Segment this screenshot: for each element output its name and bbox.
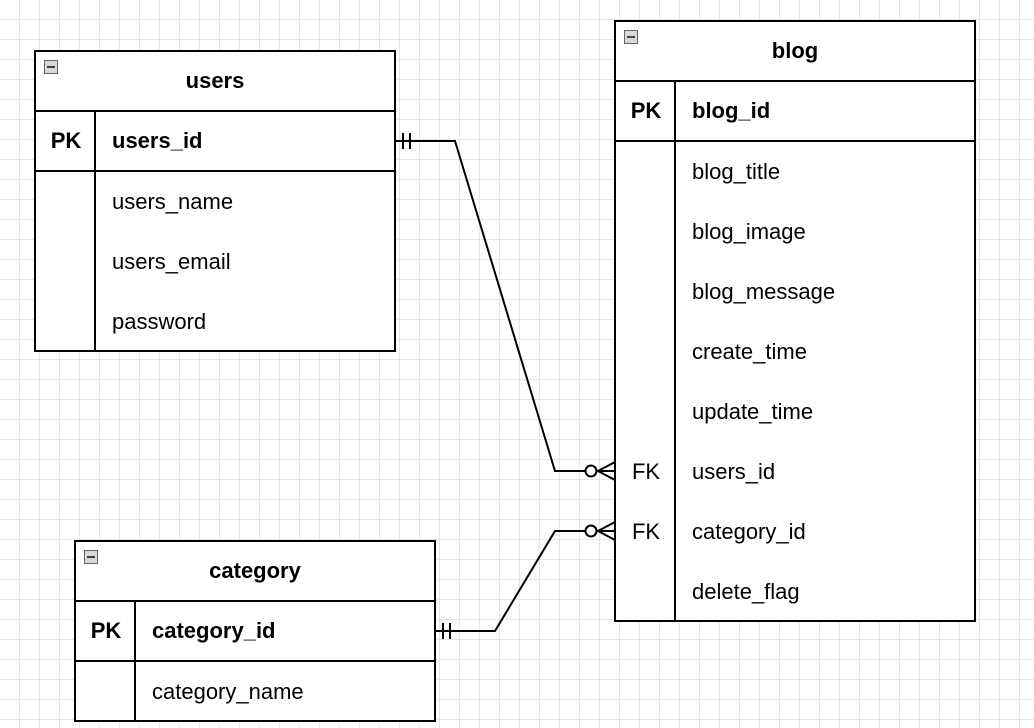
field-name: users_id xyxy=(112,128,203,153)
category-blog-relationship xyxy=(435,521,616,639)
attribute-row[interactable]: category_name xyxy=(76,662,434,722)
attribute-row[interactable]: users_name xyxy=(36,172,394,232)
key-label xyxy=(76,662,136,722)
key-label xyxy=(36,232,96,292)
category-entity[interactable]: category PK category_id category_name xyxy=(74,540,436,722)
field-name: password xyxy=(112,309,207,334)
field-name: blog_title xyxy=(692,159,781,184)
key-label: FK xyxy=(631,459,661,484)
key-label: PK xyxy=(90,618,122,643)
field-name: category_name xyxy=(152,679,304,704)
zero-optional-circle xyxy=(584,524,598,538)
key-column-divider xyxy=(94,112,96,350)
attribute-row[interactable]: users_email xyxy=(36,232,394,292)
key-column-divider xyxy=(674,82,676,620)
blog-entity[interactable]: blog PK blog_id blog_title blog_image bl… xyxy=(614,20,976,622)
primary-key-row[interactable]: PK blog_id xyxy=(616,82,974,142)
field-name: blog_id xyxy=(692,98,771,123)
entity-title-text: users xyxy=(185,68,245,93)
category-blog-line xyxy=(435,530,615,632)
key-label xyxy=(616,262,676,322)
field-name: update_time xyxy=(692,399,814,424)
field-name: delete_flag xyxy=(692,579,800,604)
field-name: create_time xyxy=(692,339,807,364)
key-label xyxy=(616,562,676,622)
field-name: blog_message xyxy=(692,279,836,304)
crowfoot-lower xyxy=(597,530,616,541)
zero-optional-circle xyxy=(584,464,598,478)
entity-title: blog xyxy=(616,22,974,82)
users-entity[interactable]: users PK users_id users_name users_email… xyxy=(34,50,396,352)
crowfoot-upper xyxy=(597,461,616,472)
foreign-key-row-category[interactable]: FK category_id xyxy=(616,502,974,562)
key-label xyxy=(36,292,96,352)
key-label xyxy=(616,142,676,202)
key-label xyxy=(616,382,676,442)
entity-title: category xyxy=(76,542,434,602)
key-label: PK xyxy=(50,128,82,153)
attribute-row[interactable]: update_time xyxy=(616,382,974,442)
primary-key-row[interactable]: PK category_id xyxy=(76,602,434,662)
key-label xyxy=(616,322,676,382)
field-name: users_id xyxy=(692,459,776,484)
attribute-row[interactable]: delete_flag xyxy=(616,562,974,622)
key-label xyxy=(36,172,96,232)
field-name: category_id xyxy=(152,618,276,643)
key-column-divider xyxy=(134,602,136,720)
primary-key-row[interactable]: PK users_id xyxy=(36,112,394,172)
collapse-icon[interactable] xyxy=(624,30,638,44)
entity-title-text: blog xyxy=(771,38,819,63)
users-blog-line xyxy=(395,140,615,472)
attribute-row[interactable]: blog_title xyxy=(616,142,974,202)
field-name: blog_image xyxy=(692,219,806,244)
attribute-row[interactable]: create_time xyxy=(616,322,974,382)
foreign-key-row-users[interactable]: FK users_id xyxy=(616,442,974,502)
attribute-row[interactable]: password xyxy=(36,292,394,352)
key-label xyxy=(616,202,676,262)
entity-title: users xyxy=(36,52,394,112)
attribute-row[interactable]: blog_message xyxy=(616,262,974,322)
key-label: FK xyxy=(631,519,661,544)
field-name: users_email xyxy=(112,249,231,274)
collapse-icon[interactable] xyxy=(84,550,98,564)
crowfoot-lower xyxy=(597,470,616,481)
field-name: category_id xyxy=(692,519,806,544)
field-name: users_name xyxy=(112,189,234,214)
users-blog-relationship xyxy=(395,133,616,481)
crowfoot-upper xyxy=(597,521,616,532)
key-label: PK xyxy=(630,98,662,123)
attribute-row[interactable]: blog_image xyxy=(616,202,974,262)
entity-title-text: category xyxy=(209,558,301,583)
collapse-icon[interactable] xyxy=(44,60,58,74)
